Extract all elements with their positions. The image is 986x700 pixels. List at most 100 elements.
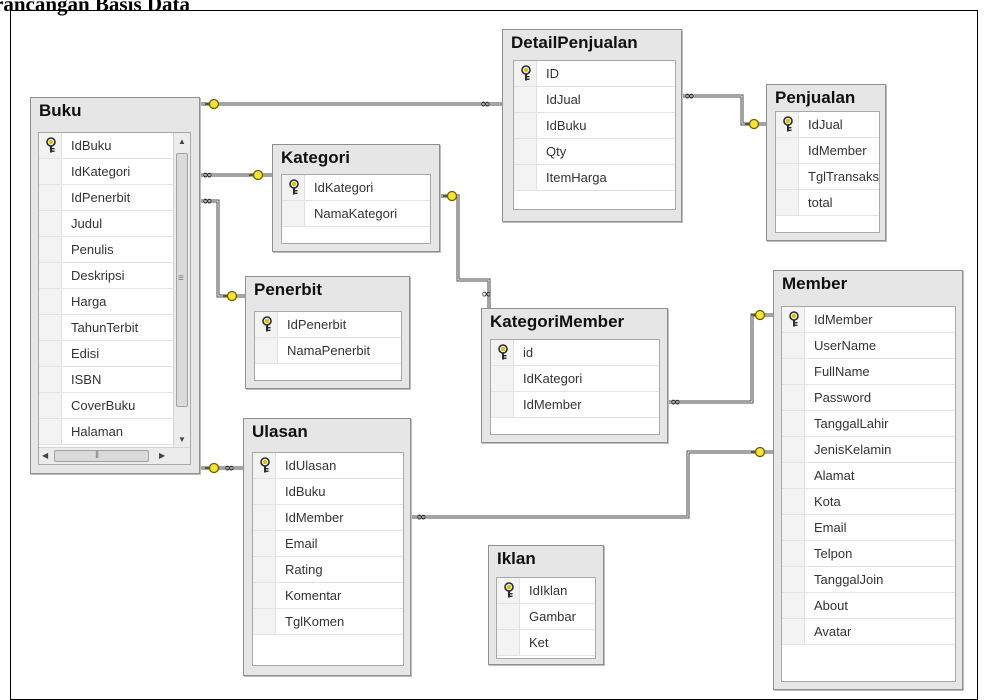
column-row[interactable]: IdMember (782, 307, 955, 333)
column-row[interactable]: Email (782, 515, 955, 541)
scroll-thumb[interactable]: ‖ (54, 450, 149, 462)
column-row[interactable]: TglKomen (253, 609, 403, 635)
row-selector[interactable] (776, 112, 799, 137)
column-row[interactable]: NamaPenerbit (255, 338, 401, 364)
row-selector[interactable] (776, 190, 799, 215)
row-selector[interactable] (782, 593, 805, 618)
scroll-left-icon[interactable]: ◀ (42, 451, 49, 460)
row-selector[interactable] (514, 61, 537, 86)
column-row[interactable]: About (782, 593, 955, 619)
row-selector[interactable] (39, 237, 62, 262)
row-selector[interactable] (782, 489, 805, 514)
vertical-scrollbar[interactable]: ▲≡▼ (173, 133, 190, 449)
column-row[interactable]: Telpon (782, 541, 955, 567)
row-selector[interactable] (253, 505, 276, 530)
row-selector[interactable] (782, 411, 805, 436)
row-selector[interactable] (253, 557, 276, 582)
column-row[interactable]: CoverBuku (39, 393, 173, 419)
row-selector[interactable] (255, 312, 278, 337)
column-row[interactable]: TanggalJoin (782, 567, 955, 593)
row-selector[interactable] (39, 419, 62, 444)
relationship-ulasan-member[interactable]: ∞ (411, 446, 773, 526)
row-selector[interactable] (782, 385, 805, 410)
column-row[interactable]: IdJual (776, 112, 879, 138)
column-row[interactable]: IdPenerbit (39, 185, 173, 211)
row-selector[interactable] (514, 113, 537, 138)
row-selector[interactable] (491, 392, 514, 417)
column-row[interactable]: ItemHarga (514, 165, 675, 191)
row-selector[interactable] (39, 289, 62, 314)
row-selector[interactable] (782, 307, 805, 332)
row-selector[interactable] (39, 367, 62, 392)
row-selector[interactable] (253, 531, 276, 556)
scroll-thumb[interactable]: ≡ (176, 153, 188, 407)
row-selector[interactable] (39, 211, 62, 236)
column-row[interactable]: TglTransaksi (776, 164, 879, 190)
row-selector[interactable] (497, 630, 520, 655)
column-row[interactable]: Email (253, 531, 403, 557)
row-selector[interactable] (782, 359, 805, 384)
column-row[interactable]: IdIklan (497, 578, 595, 604)
relationship-kategori-kategorimember[interactable]: ∞ (440, 190, 492, 309)
row-selector[interactable] (282, 201, 305, 226)
scroll-down-icon[interactable]: ▼ (178, 435, 186, 444)
column-row[interactable]: Kota (782, 489, 955, 515)
column-row[interactable]: IdBuku (253, 479, 403, 505)
row-selector[interactable] (782, 463, 805, 488)
column-row[interactable]: IdMember (776, 138, 879, 164)
column-row[interactable]: FullName (782, 359, 955, 385)
column-row[interactable]: IdKategori (282, 175, 430, 201)
column-row[interactable]: Deskripsi (39, 263, 173, 289)
row-selector[interactable] (776, 164, 799, 189)
column-row[interactable]: IdMember (253, 505, 403, 531)
row-selector[interactable] (782, 541, 805, 566)
relationship-buku-penerbit[interactable]: ∞ (200, 194, 245, 302)
row-selector[interactable] (491, 366, 514, 391)
row-selector[interactable] (776, 138, 799, 163)
horizontal-scrollbar[interactable]: ◀ ‖ ▶ (39, 447, 190, 464)
column-row[interactable]: UserName (782, 333, 955, 359)
row-selector[interactable] (782, 567, 805, 592)
column-row[interactable]: IdKategori (39, 159, 173, 185)
column-row[interactable]: IdKategori (491, 366, 659, 392)
row-selector[interactable] (491, 340, 514, 365)
row-selector[interactable] (253, 609, 276, 634)
column-row[interactable]: IdUlasan (253, 453, 403, 479)
row-selector[interactable] (514, 87, 537, 112)
column-row[interactable]: Harga (39, 289, 173, 315)
row-selector[interactable] (255, 338, 278, 363)
relationship-detailpenjualan-penjualan[interactable]: ∞ (682, 89, 766, 130)
row-selector[interactable] (39, 341, 62, 366)
column-row[interactable]: IdBuku (514, 113, 675, 139)
row-selector[interactable] (39, 185, 62, 210)
column-row[interactable]: IdBuku (39, 133, 173, 159)
row-selector[interactable] (39, 159, 62, 184)
column-row[interactable]: total (776, 190, 879, 216)
column-row[interactable]: Penulis (39, 237, 173, 263)
row-selector[interactable] (782, 515, 805, 540)
column-row[interactable]: Ket (497, 630, 595, 656)
row-selector[interactable] (514, 139, 537, 164)
relationship-buku-detailpenjualan[interactable]: ∞ (200, 97, 502, 112)
row-selector[interactable] (39, 393, 62, 418)
scroll-right-icon[interactable]: ▶ (159, 451, 166, 460)
row-selector[interactable] (782, 437, 805, 462)
column-row[interactable]: Password (782, 385, 955, 411)
column-row[interactable]: JenisKelamin (782, 437, 955, 463)
row-selector[interactable] (253, 583, 276, 608)
relationship-buku-ulasan[interactable]: ∞ (200, 461, 243, 476)
row-selector[interactable] (514, 165, 537, 190)
column-row[interactable]: IdPenerbit (255, 312, 401, 338)
column-row[interactable]: Rating (253, 557, 403, 583)
row-selector[interactable] (497, 578, 520, 603)
column-row[interactable]: ID (514, 61, 675, 87)
column-row[interactable]: Alamat (782, 463, 955, 489)
